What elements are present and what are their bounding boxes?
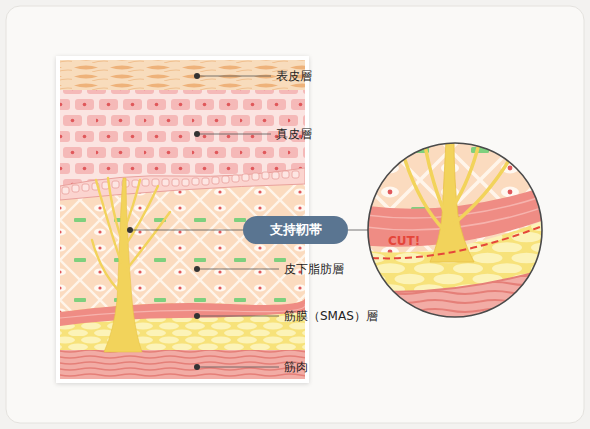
layer-label: 筋肉 <box>284 359 308 375</box>
pill-text: 支持靭帯 <box>270 222 322 238</box>
layer-label: 真皮層 <box>276 126 312 142</box>
cut-label: CUT! <box>388 233 420 249</box>
ligament-pill: 支持靭帯 <box>243 216 348 244</box>
layer-label: 皮下脂肪層 <box>284 261 344 277</box>
layer-label: 筋膜（SMAS）層 <box>284 308 378 324</box>
layer-label: 表皮層 <box>276 68 312 84</box>
